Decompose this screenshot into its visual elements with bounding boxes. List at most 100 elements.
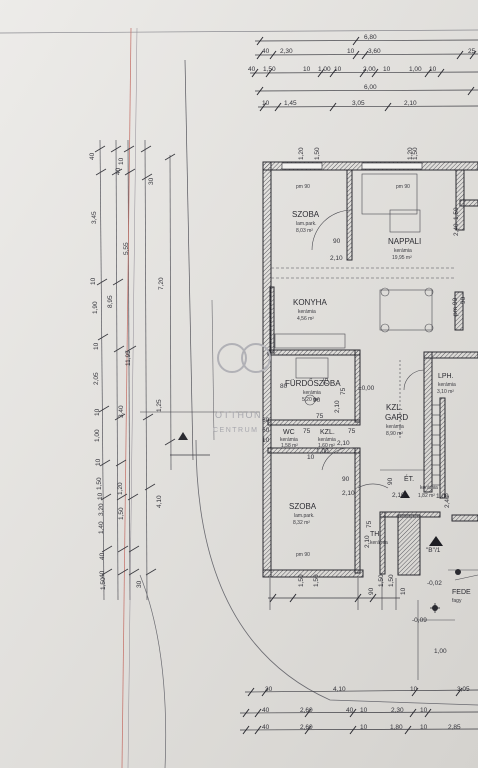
dimension-label-left-26: 30 xyxy=(136,580,143,588)
szoba1-name: SZOBA xyxy=(292,210,320,219)
szoba1-area: 8,03 m² xyxy=(296,228,313,234)
reference-line xyxy=(127,27,138,768)
konyha-floor: kerámia xyxy=(298,309,316,315)
th-floor: kerámia xyxy=(370,540,388,546)
dimension-label-left-17: 8,95 xyxy=(107,295,114,308)
dimension-label-bottom-9: 10 xyxy=(420,707,428,714)
dimension-label-interior-11: 2,10 xyxy=(334,400,341,413)
dimension-label-bottom-7: 10 xyxy=(360,707,368,714)
dimension-label-interior-14: 75 xyxy=(348,428,356,435)
dimension-label-top-10: 10 xyxy=(334,66,342,73)
dimension-label-bottom-3: 3,05 xyxy=(457,686,470,693)
et-floor: kerámia xyxy=(420,485,438,491)
left-site-line xyxy=(211,299,215,441)
kzl-gard-name2: GARD xyxy=(385,413,408,422)
partition-szoba-nappali xyxy=(346,169,353,261)
dimension-label-interior-8: 90 xyxy=(460,296,467,304)
watermark-logo xyxy=(217,343,271,373)
dimension-label-left-24: 1,25 xyxy=(156,399,163,412)
dimension-label-top-8: 10 xyxy=(303,66,311,73)
dimension-label-left-4: 10 xyxy=(93,342,100,350)
dimension-label-interior-1: 1,50 xyxy=(314,147,321,160)
dimension-label-interior-19: 90 xyxy=(387,477,394,485)
dimension-label-bottom-4: 40 xyxy=(262,707,270,714)
lph-floor: kerámia xyxy=(438,382,456,388)
window-szoba1 xyxy=(281,162,323,170)
szoba2-floor: lam.park. xyxy=(294,513,315,519)
staircase xyxy=(432,404,440,486)
dimension-label-top-17: 1,45 xyxy=(284,100,297,107)
level-009: -0,09 xyxy=(412,617,427,624)
dimension-label-top-3: 10 xyxy=(347,48,355,55)
dimension-label-left-18: 3,40 xyxy=(118,405,125,418)
dimension-label-top-6: 40 xyxy=(248,66,256,73)
dimension-label-top-5: 25 xyxy=(468,48,476,55)
dimension-label-interior-12: 75 xyxy=(303,428,311,435)
dimension-label-interior-15: 75 xyxy=(316,413,324,420)
konyha-area: 4,56 m² xyxy=(297,316,314,322)
dimension-label-top-1: 40 xyxy=(262,48,270,55)
dimension-label-left-0: 40 xyxy=(89,152,96,160)
furdoszoba-floor: kerámia xyxy=(303,390,321,396)
kzl-gard-name: KZL. xyxy=(386,403,403,412)
et-area: 1,82 m² xyxy=(418,493,435,499)
szoba2-bottom-label: pm 90 xyxy=(296,552,310,558)
dimension-label-left-7: 1,00 xyxy=(94,429,101,442)
dimension-label-left-23: 7,20 xyxy=(158,277,165,290)
dimension-label-interior-6: 1,50 xyxy=(453,207,460,220)
dimension-label-top-16: 10 xyxy=(262,100,270,107)
dimension-label-bottom_inner-5: 10 xyxy=(400,587,407,595)
top-tick-marks xyxy=(251,36,477,112)
stair-wall xyxy=(439,397,446,499)
dimension-label-interior-20: 2,10 xyxy=(392,492,405,499)
wc-floor: kerámia xyxy=(280,437,298,443)
nappali-top-label: pm 90 xyxy=(396,184,410,190)
interior-lines xyxy=(271,173,478,680)
dimension-label-bottom_inner-2: 1,50 xyxy=(378,574,385,587)
konyha-west-stub xyxy=(269,286,275,354)
bottom-extension-lines xyxy=(269,578,397,610)
north-windows xyxy=(281,162,423,170)
dimension-label-bottom_inner-1: 1,50 xyxy=(313,574,320,587)
dimension-label-bottom_inner-3: 1,50 xyxy=(388,574,395,587)
dimension-label-left-22: 11,95 xyxy=(125,350,132,366)
dimension-label-top-19: 2,10 xyxy=(404,100,417,107)
dimension-label-bottom_inner-4: 90 xyxy=(368,587,375,595)
site-boundary-arc xyxy=(195,439,478,706)
dimension-label-interior-18: 2,10 xyxy=(342,490,355,497)
dimension-label-bottom-8: 2,30 xyxy=(391,707,404,714)
dimension-label-bottom_inner-0: 1,50 xyxy=(298,574,305,587)
dimension-label-interior-4: 90 xyxy=(333,238,341,245)
paper-border-line xyxy=(0,29,478,34)
dimension-label-interior-28: 10 xyxy=(262,437,270,444)
dimension-label-left-21: 5,55 xyxy=(123,242,130,255)
dimension-label-left-20: 1,50 xyxy=(118,507,125,520)
dimension-label-bottom-6: 40 xyxy=(346,707,354,714)
furdoszoba-area: 5,20 m² xyxy=(302,397,319,403)
szoba1-top-label: pm 90 xyxy=(296,184,310,190)
dimension-label-left-11: 3,20 xyxy=(98,503,105,516)
dimension-label-interior-13: 2,10 xyxy=(337,440,350,447)
dimension-label-top-2: 2,30 xyxy=(280,48,293,55)
dimension-label-bottom-12: 10 xyxy=(360,724,368,731)
dimension-label-interior-9: 75 xyxy=(323,377,330,385)
entry-marker-icon xyxy=(400,490,410,498)
dimension-label-bottom-0: 30 xyxy=(265,686,273,693)
east-wall-top xyxy=(455,169,465,231)
watermark-line2: CENTRUM xyxy=(213,427,259,434)
dimension-label-interior-2: 1,20 xyxy=(407,147,414,160)
kzl1-area: 1,60 m² xyxy=(318,443,335,449)
et-south-wall xyxy=(451,514,478,522)
dimension-label-bottom-11: 2,60 xyxy=(300,724,313,731)
dimension-label-interior-24: 2,10 xyxy=(364,535,371,548)
et-name: ÉT. xyxy=(404,474,414,483)
fede-name: FEDE xyxy=(452,589,471,596)
dimension-label-bottom-2: 10 xyxy=(410,686,418,693)
level-marker-icon xyxy=(455,569,461,575)
dimension-label-left-9: 1,50 xyxy=(96,477,103,490)
kzl1-floor: kerámia xyxy=(318,437,336,443)
dimension-label-left-27: 30 xyxy=(148,177,155,185)
bottom-tick-marks xyxy=(242,593,463,735)
fede-floor: fagy xyxy=(452,598,462,604)
